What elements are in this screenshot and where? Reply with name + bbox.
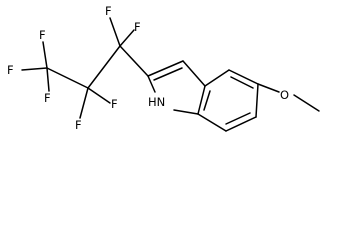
bond-cf2-cf2 [87,45,121,89]
bond-c7a-c3a [197,85,206,115]
bond-c2-c3-double [153,67,183,81]
bond-cf2b-cf3 [46,67,89,89]
atom-f-cf3-top: F [39,28,46,42]
structure-diagram: F F F F F F F HN O [7,4,320,132]
bond-c2-n1 [147,75,156,93]
atom-f-cf2-right: F [134,20,141,34]
bond-c1-c2 [119,45,149,77]
bond-cf2b-f-left [79,87,89,119]
atom-nh: HN [148,95,165,109]
bond-c5-o [257,83,280,93]
atom-f-cf3-left: F [7,63,14,77]
bond-c4-c5-double [230,76,254,89]
atom-o: O [280,88,289,102]
bond-c3-c3a [182,60,206,87]
bond-cf3-f-bottom [46,67,50,92]
bond-cf2b-f-right [87,87,111,104]
atom-f-cf2-top: F [105,4,112,18]
bond-cf3-f-left [21,67,48,71]
bond-n1-c7a [173,109,199,115]
bond-c2-c3 [147,60,184,77]
bond-c3a-c4 [204,69,230,87]
bond-c6-c7-double [225,112,251,125]
bond-cf2-f-top [109,17,121,47]
bond-cf3-f-top [42,41,48,69]
bond-c4-c5 [228,69,259,85]
atom-f-cf3-bottom: F [44,91,51,105]
atom-f-cf2b-right: F [111,97,118,111]
bond-o-ch3 [293,94,320,112]
atom-f-cf2b-left: F [75,118,82,132]
bond-c6-c7 [225,116,257,132]
bond-cf2-f-right [119,29,135,47]
bond-c7a-c3a-double [203,90,211,111]
indole-molecule: F F F F F F F HN O [7,4,320,132]
bond-c5-c6 [255,83,259,118]
bond-c7-c7a [197,113,227,132]
